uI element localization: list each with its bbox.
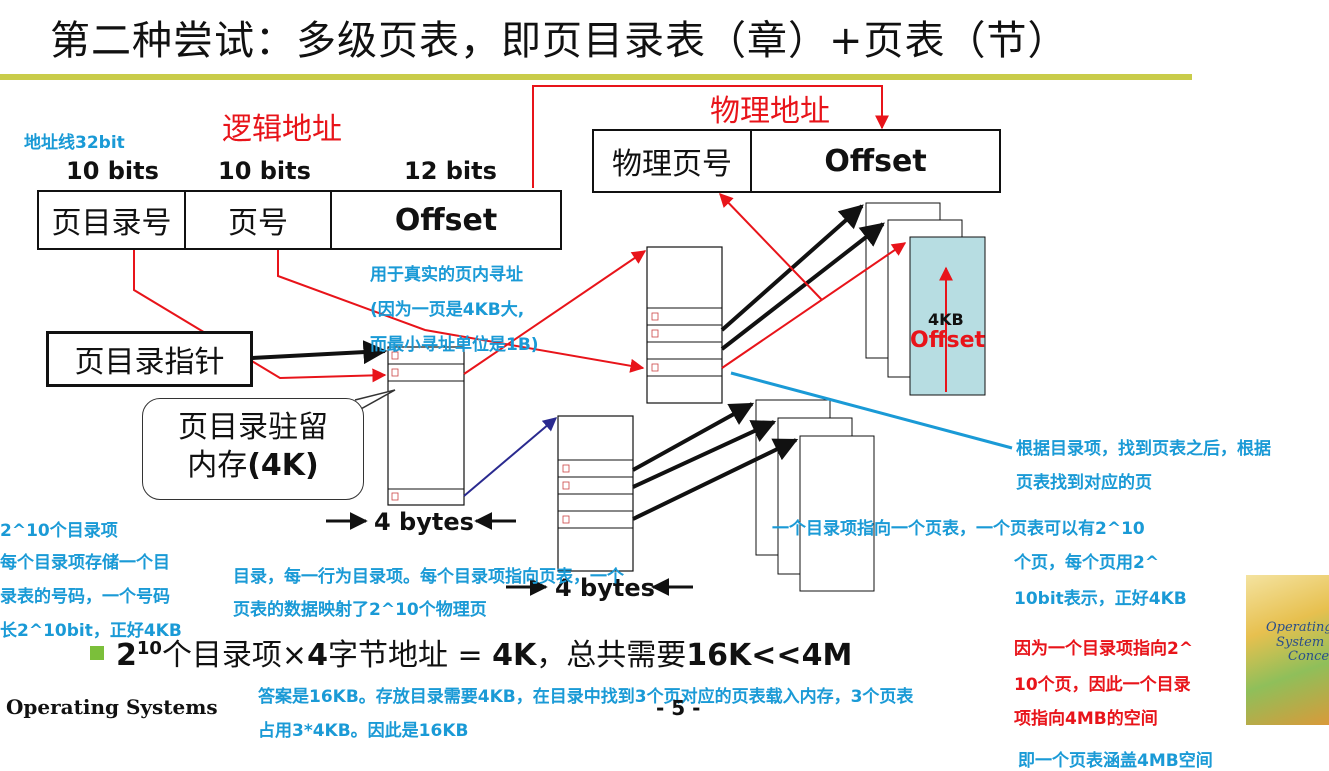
note-offset-usage-1: 用于真实的页内寻址: [370, 265, 523, 285]
note-directory-rows-2: 页表的数据映射了2^10个物理页: [233, 600, 487, 620]
formula-mid: 字节地址 =: [327, 638, 493, 673]
directory-resident-bubble: 页目录驻留 内存(4K): [142, 398, 364, 500]
field-physical-page-number: 物理页号: [592, 129, 752, 193]
formula-sep: ，总共需要: [536, 638, 687, 673]
field-offset: Offset: [330, 190, 562, 250]
note-bottom: 即一个页表涵盖4MB空间: [1018, 751, 1213, 771]
bits-label-offset: 12 bits: [404, 157, 497, 185]
note-answer-2: 占用3*4KB。因此是16KB: [258, 721, 469, 741]
red-note-1: 因为一个目录项指向2^: [1014, 639, 1194, 659]
field-page-number: 页号: [184, 190, 332, 250]
bullet-square: [90, 645, 104, 660]
note-offset-usage-3: 而最小寻址单位是1B): [370, 335, 539, 355]
note-offset-usage-2: (因为一页是4KB大,: [370, 300, 525, 320]
note-dir-entries-2: 每个目录项存储一个目: [0, 553, 170, 573]
note-dir-entries-3: 录表的号码，一个号码: [0, 587, 170, 607]
bits-label-page: 10 bits: [218, 157, 311, 185]
note-dir-entries-4: 长2^10bit，正好4KB: [0, 621, 182, 641]
physical-address-label: 物理地址: [710, 94, 830, 129]
formula-b2: 4K: [492, 638, 537, 673]
title-underline: [0, 74, 1192, 80]
page-table-upper: [646, 246, 723, 404]
formula-rest: 个目录项×: [161, 638, 308, 673]
physical-pages-lower: [755, 399, 875, 592]
field-page-directory-number: 页目录号: [37, 190, 186, 250]
bubble-line1: 页目录驻留: [178, 410, 328, 445]
note-entry-to-table-2: 个页，每个页用2^: [1014, 553, 1160, 573]
note-entry-to-table-1: 一个目录项指向一个页表，一个页表可以有2^10: [772, 519, 1145, 539]
page-directory-pointer: 页目录指针: [46, 331, 253, 387]
page-table-lower: [557, 415, 634, 572]
formula-base: 2: [116, 638, 137, 673]
bubble-line2: 内存: [187, 448, 248, 483]
book-title-2: System: [1276, 635, 1325, 650]
bubble-line2-bold: (4K): [247, 448, 319, 483]
field-physical-offset: Offset: [750, 129, 1001, 193]
slide-title: 第二种尝试：多级页表，即页目录表（章）+页表（节）: [50, 18, 1069, 64]
red-note-3: 项指向4MB的空间: [1014, 709, 1158, 729]
note-find-page-2: 页表找到对应的页: [1016, 473, 1152, 493]
page-directory-table: [387, 346, 465, 506]
note-directory-rows-1: 目录，每一行为目录项。每个目录项指向页表，一个: [233, 567, 624, 587]
note-answer-1: 答案是16KB。存放目录需要4KB，在目录中找到3个页对应的页表载入内存，3个页…: [258, 687, 914, 707]
page-number: - 5 -: [656, 696, 701, 720]
four-bytes-directory: 4 bytes: [374, 508, 474, 536]
page-size-label: 4KB: [928, 310, 964, 329]
formula-line: 210个目录项×4字节地址 = 4K，总共需要16K<<4M: [90, 630, 852, 674]
physical-pages-upper: [865, 202, 986, 396]
book-cover-image: Operating System Concepts: [1246, 575, 1329, 725]
note-dir-entries-1: 2^10个目录项: [0, 521, 118, 541]
logical-address-label: 逻辑地址: [222, 112, 342, 147]
note-entry-to-table-3: 10bit表示，正好4KB: [1014, 589, 1187, 609]
book-title-1: Operating: [1266, 620, 1329, 635]
red-note-2: 10个页，因此一个目录: [1014, 675, 1191, 695]
formula-b3: 16K<<4M: [686, 638, 853, 673]
footer-course-name: Operating Systems: [6, 695, 218, 719]
formula-exponent: 10: [136, 638, 162, 659]
book-title-3: Concepts: [1288, 649, 1329, 664]
page-offset-label: Offset: [910, 328, 986, 353]
bits-label-dir: 10 bits: [66, 157, 159, 185]
formula-b1: 4: [307, 638, 328, 673]
address-line-note: 地址线32bit: [24, 133, 125, 153]
four-bytes-table: 4 bytes: [555, 574, 655, 602]
note-find-page-1: 根据目录项，找到页表之后，根据: [1016, 439, 1271, 459]
